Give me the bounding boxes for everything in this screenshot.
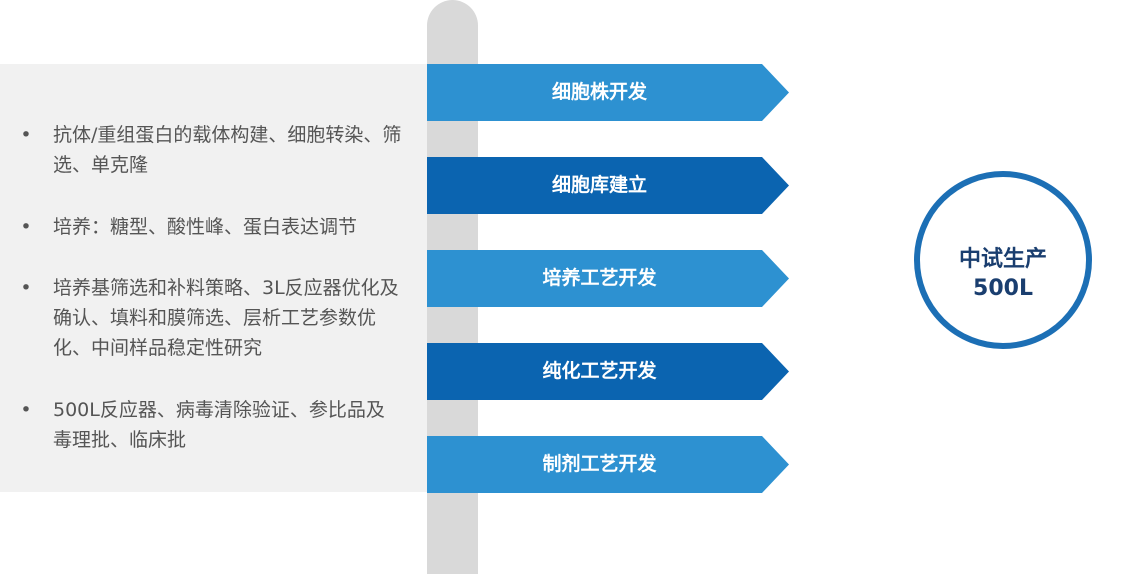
bullet-dot: •	[20, 124, 32, 146]
step-arrow-formulation-process: 制剂工艺开发	[427, 436, 789, 493]
arrow-shape	[427, 436, 789, 493]
arrow-shape	[427, 64, 789, 121]
bullet-item: • 500L反应器、病毒清除验证、参比品及毒理批、临床批	[0, 395, 427, 455]
arrow-polygon	[427, 64, 789, 121]
bullet-text: 培养：糖型、酸性峰、蛋白表达调节	[53, 216, 358, 238]
step-arrow-culture-process: 培养工艺开发	[427, 250, 789, 307]
bullet-dot: •	[20, 399, 32, 421]
step-label: 细胞株开发	[551, 81, 647, 103]
bullet-dot: •	[20, 216, 32, 238]
bullet-item: • 抗体/重组蛋白的载体构建、细胞转染、筛选、单克隆	[0, 120, 427, 180]
step-label: 培养工艺开发	[542, 267, 657, 289]
pilot-production-circle: 中试生产 500L	[914, 171, 1092, 349]
arrow-polygon	[427, 157, 789, 214]
step-arrow-cell-line: 细胞株开发	[427, 64, 789, 121]
bullet-item: • 培养基筛选和补料策略、3L反应器优化及确认、填料和膜筛选、层析工艺参数优化、中…	[0, 273, 427, 363]
circle-title: 中试生产	[958, 247, 1047, 272]
bullet-text: 培养基筛选和补料策略、3L反应器优化及确认、填料和膜筛选、层析工艺参数优化、中间…	[53, 277, 399, 359]
arrow-shape	[427, 157, 789, 214]
arrow-shape	[427, 343, 789, 400]
bullet-list: • 抗体/重组蛋白的载体构建、细胞转染、筛选、单克隆 • 培养：糖型、酸性峰、蛋白表…	[0, 120, 427, 455]
circle-volume: 500L	[973, 276, 1033, 301]
step-label: 细胞库建立	[551, 174, 647, 196]
description-panel: • 抗体/重组蛋白的载体构建、细胞转染、筛选、单克隆 • 培养：糖型、酸性峰、蛋白表…	[0, 64, 427, 492]
bullet-text: 500L反应器、病毒清除验证、参比品及毒理批、临床批	[53, 399, 385, 451]
bullet-item: • 培养：糖型、酸性峰、蛋白表达调节	[0, 212, 427, 242]
bullet-dot: •	[20, 277, 32, 299]
step-arrow-purification-process: 纯化工艺开发	[427, 343, 789, 400]
circle-text: 中试生产 500L	[920, 245, 1086, 303]
step-label: 制剂工艺开发	[542, 453, 657, 475]
arrow-polygon	[427, 343, 789, 400]
bullet-text: 抗体/重组蛋白的载体构建、细胞转染、筛选、单克隆	[53, 124, 402, 176]
step-label: 纯化工艺开发	[542, 360, 657, 382]
step-arrow-cell-bank: 细胞库建立	[427, 157, 789, 214]
arrow-polygon	[427, 250, 789, 307]
arrow-polygon	[427, 436, 789, 493]
arrow-shape	[427, 250, 789, 307]
